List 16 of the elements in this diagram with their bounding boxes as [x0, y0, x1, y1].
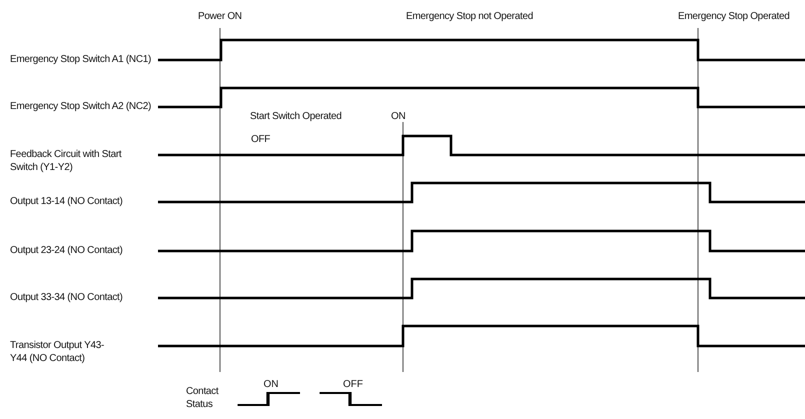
- event-label: Emergency Stop not Operated: [406, 10, 533, 23]
- state-label: Start Switch Operated: [250, 110, 342, 123]
- signal-label: Output 33-34 (NO Contact): [10, 291, 124, 304]
- signal-label: Emergency Stop Switch A2 (NC2): [10, 100, 152, 113]
- legend-label: ON: [264, 378, 278, 391]
- event-label: Power ON: [198, 10, 242, 23]
- state-label: ON: [391, 110, 406, 123]
- signal-label: Feedback Circuit with Start Switch (Y1-Y2): [10, 148, 123, 174]
- signal-label: Output 13-14 (NO Contact): [10, 195, 124, 208]
- legend-title: Contact Status: [186, 385, 220, 411]
- state-label: OFF: [251, 133, 270, 146]
- signal-label: Transistor Output Y43-Y44 (NO Contact): [10, 339, 106, 365]
- event-label: Emergency Stop Operated: [678, 10, 790, 23]
- legend-label: OFF: [343, 378, 363, 391]
- signal-label: Output 23-24 (NO Contact): [10, 244, 124, 257]
- signal-label: Emergency Stop Switch A1 (NC1): [10, 53, 152, 66]
